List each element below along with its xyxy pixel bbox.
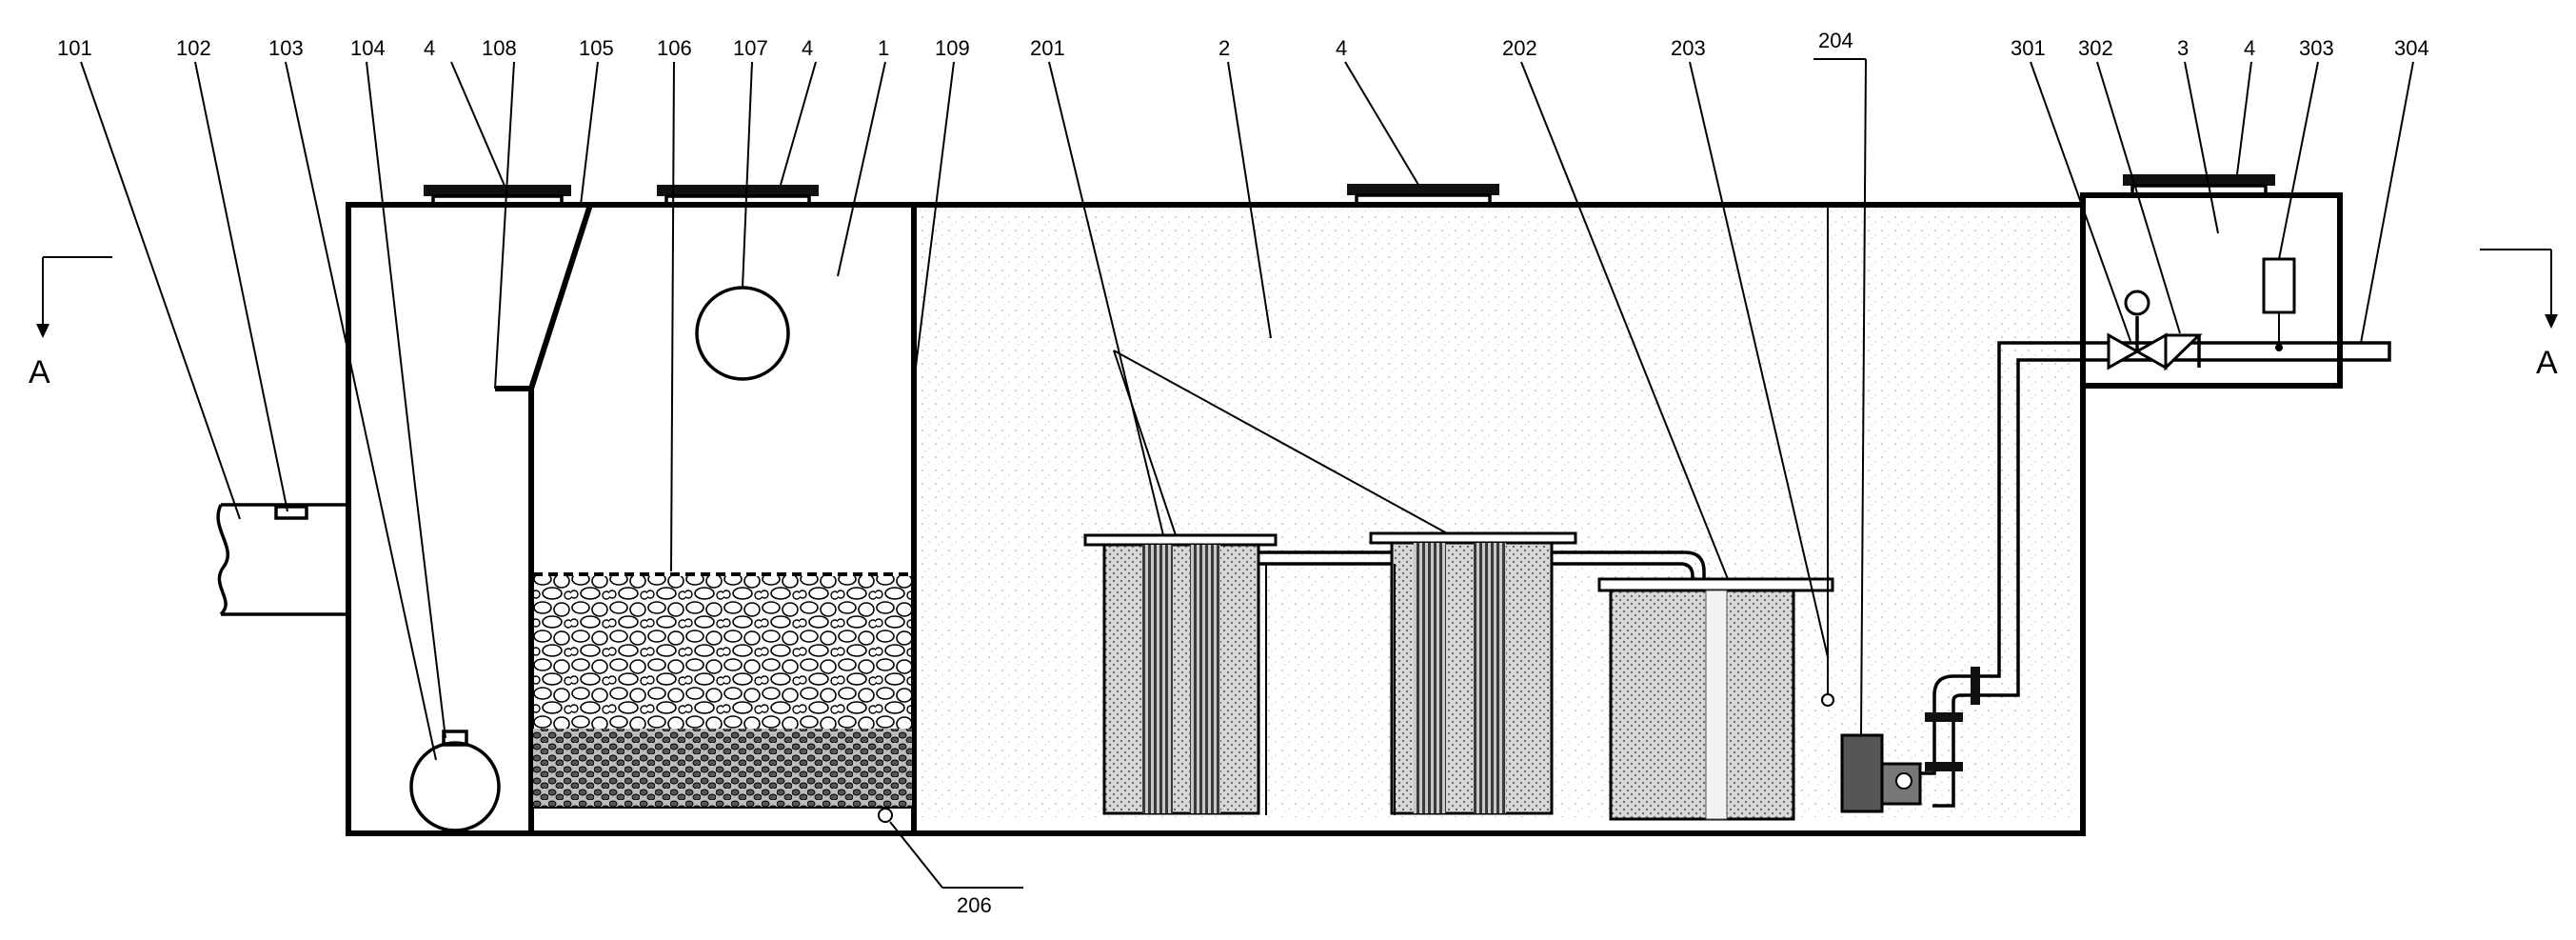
label-109: 109 <box>935 36 970 60</box>
port-107 <box>695 286 790 381</box>
label-103: 103 <box>268 36 304 60</box>
label-303: 303 <box>2299 36 2334 60</box>
level-probe-tip <box>1821 693 1834 707</box>
filter-media-fine <box>533 729 912 807</box>
label-202: 202 <box>1502 36 1537 60</box>
label-106: 106 <box>657 36 692 60</box>
label-4d: 4 <box>2244 36 2255 60</box>
filter-module-202 <box>1552 550 1834 821</box>
float-ball <box>409 741 501 832</box>
check-valve-302 <box>2164 333 2203 371</box>
manhole-cover-3 <box>1347 184 1499 207</box>
membrane-module-1 <box>1083 533 1278 815</box>
label-201: 201 <box>1030 36 1065 60</box>
label-203: 203 <box>1671 36 1706 60</box>
label-107: 107 <box>733 36 768 60</box>
label-108: 108 <box>482 36 517 60</box>
label-3: 3 <box>2177 36 2189 60</box>
label-302: 302 <box>2078 36 2113 60</box>
manhole-cover-2 <box>657 185 819 208</box>
label-301: 301 <box>2011 36 2046 60</box>
label-104: 104 <box>350 36 386 60</box>
label-4b: 4 <box>802 36 813 60</box>
section-mark-left-label: A <box>29 354 50 390</box>
pipe-flange-1 <box>1971 667 1980 705</box>
section-mark-left <box>36 256 112 338</box>
drain-206 <box>878 808 893 823</box>
pipe-flange-3 <box>1925 762 1963 771</box>
baffle-105 <box>495 204 593 391</box>
label-4c: 4 <box>1336 36 1347 60</box>
label-102: 102 <box>176 36 211 60</box>
inlet-fitting-102 <box>274 505 308 520</box>
leader-lines <box>80 58 2414 889</box>
label-304: 304 <box>2394 36 2429 60</box>
membrane-module-2 <box>1369 531 1577 815</box>
section-mark-right-label: A <box>2536 345 2558 381</box>
inlet-pipe <box>216 503 348 616</box>
filter-media-coarse <box>533 576 912 729</box>
manhole-cover-4 <box>2123 174 2275 197</box>
main-tank <box>346 202 2086 836</box>
label-4a: 4 <box>424 36 435 60</box>
label-105: 105 <box>579 36 614 60</box>
outlet-pipe-304 <box>2199 341 2391 362</box>
valve-301 <box>2107 290 2168 370</box>
pump-204 <box>1840 733 1922 813</box>
manhole-cover-1 <box>424 185 571 208</box>
section-mark-right <box>2480 249 2558 329</box>
float-cap <box>442 730 468 747</box>
label-1: 1 <box>878 36 889 60</box>
pipe-flange-2 <box>1925 712 1963 722</box>
label-206: 206 <box>957 893 992 917</box>
label-204: 204 <box>1818 29 1853 52</box>
sensor-303 <box>2262 257 2296 351</box>
label-101: 101 <box>57 36 92 60</box>
label-2: 2 <box>1219 36 1230 60</box>
